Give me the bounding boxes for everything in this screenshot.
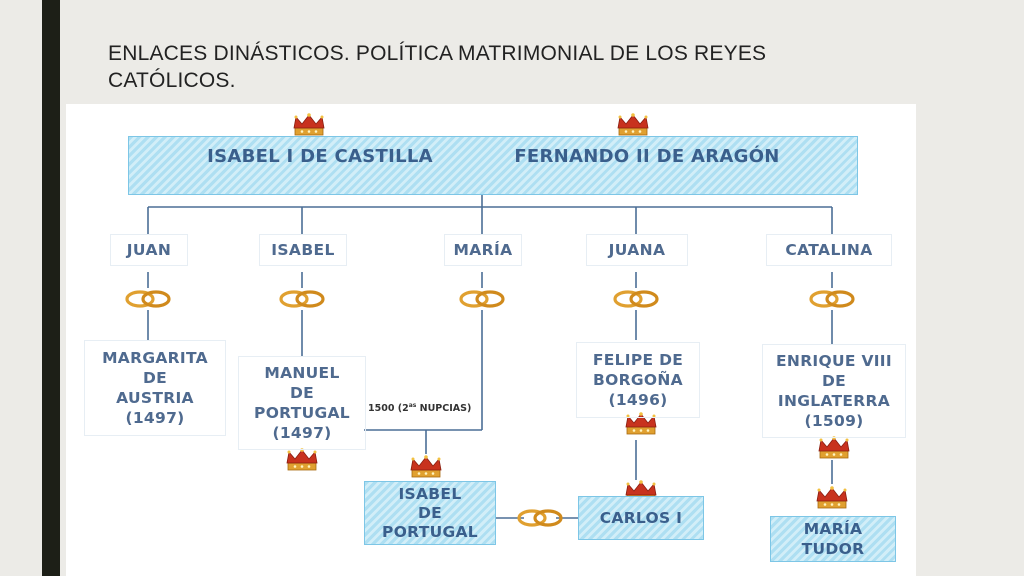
child-isabel: ISABEL: [259, 234, 347, 266]
parents-banner: [128, 136, 858, 195]
spouse-enrique: ENRIQUE VIII DE INGLATERRA (1509): [762, 344, 906, 438]
grandchild-name-line: DE: [417, 503, 443, 522]
connector-lines: [125, 112, 855, 527]
spouse-name-line: DE: [142, 369, 168, 387]
grandchild-name-line: ISABEL: [398, 484, 462, 503]
spouse-name-line: BORGOÑA: [593, 371, 683, 389]
crown-icon: [410, 454, 442, 478]
spouse-name-line: PORTUGAL: [254, 404, 350, 422]
crown-icon: [286, 447, 318, 471]
spouse-margarita: MARGARITA DE AUSTRIA (1497): [84, 340, 226, 436]
spouse-name-line: MANUEL: [264, 364, 340, 382]
wedding-rings-icon: [125, 290, 171, 308]
spouse-manuel: MANUEL DE PORTUGAL (1497): [238, 356, 366, 450]
crown-icon: [617, 112, 649, 136]
crown-icon: [816, 485, 848, 509]
slide-accent-bar: [42, 0, 60, 576]
spouse-name-line: AUSTRIA: [116, 389, 194, 407]
spouse-name-line: MARGARITA: [102, 349, 208, 367]
family-tree-diagram: ISABEL I DE CASTILLA FERNANDO II DE ARAG…: [66, 104, 916, 576]
child-juana: JUANA: [586, 234, 688, 266]
grandchild-name-line: MARÍA: [803, 520, 863, 538]
parent-fernando: FERNANDO II DE ARAGÓN: [514, 145, 780, 167]
spouse-name-line: ENRIQUE VIII: [776, 352, 892, 370]
slide-title: ENLACES DINÁSTICOS. POLÍTICA MATRIMONIAL…: [108, 42, 767, 92]
grandchild-maria-tudor: MARÍA TUDOR: [770, 516, 896, 562]
wedding-rings-icon: [459, 290, 505, 308]
grandchild-name-line: TUDOR: [801, 540, 865, 558]
parent-isabel: ISABEL I DE CASTILLA: [207, 145, 433, 167]
wedding-rings-icon: [809, 290, 855, 308]
spouse-name-line: FELIPE DE: [592, 351, 684, 369]
grandchild-name-line: PORTUGAL: [382, 522, 478, 541]
grandchild-carlos: CARLOS I: [578, 496, 704, 540]
marriage-year: (1497): [272, 424, 332, 442]
marriage-year: (1496): [608, 391, 668, 409]
child-maria: MARÍA: [444, 234, 522, 266]
child-juan: JUAN: [110, 234, 188, 266]
wedding-rings-icon: [517, 509, 563, 527]
child-catalina: CATALINA: [766, 234, 892, 266]
marriage-year: (1497): [125, 409, 185, 427]
spouse-name-line: DE: [821, 372, 847, 390]
spouse-name-line: DE: [289, 384, 315, 402]
spouse-name-line: INGLATERRA: [777, 392, 891, 410]
wedding-rings-icon: [613, 290, 659, 308]
maria-marriage-note: 1500 (2as NUPCIAS): [368, 402, 472, 415]
spouse-felipe: FELIPE DE BORGOÑA (1496): [576, 342, 700, 418]
crown-icon: [293, 112, 325, 136]
grandchild-isabel-portugal: ISABEL DE PORTUGAL: [364, 481, 496, 545]
marriage-year: (1509): [804, 412, 864, 430]
crown-icon: [818, 435, 850, 459]
wedding-rings-icon: [279, 290, 325, 308]
